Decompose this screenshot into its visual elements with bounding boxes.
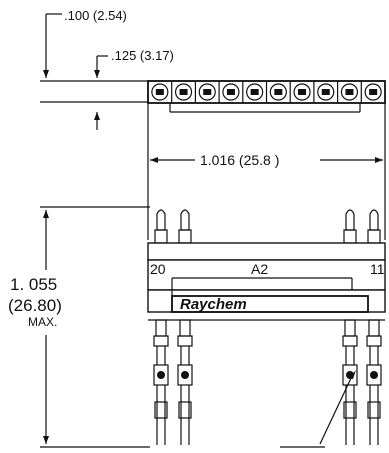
offset-dimension-label: .125 (3.17) [111,48,174,63]
top-pin [178,209,192,244]
top-pins [154,209,381,244]
height-dimension: 1. 055 (26.80) MAX. [8,206,150,448]
contact-cell [242,81,264,103]
contact-cell [337,81,359,103]
bottom-lead [366,319,382,445]
top-pin [154,209,168,244]
contact-cell [218,81,240,103]
bottom-leads [153,319,382,445]
contact-cell [289,81,311,103]
contact-cell [360,81,382,103]
height-dimension-value: 1. 055 [10,275,57,294]
bottom-lead [177,319,193,445]
pin-label-left: 20 [150,261,166,277]
contact-cell [147,81,169,103]
height-dimension-metric: (26.80) [8,296,62,315]
height-dimension-max: MAX. [28,315,57,329]
width-dimension: 1.016 (25.8 ) [147,102,386,240]
bottom-lead [342,319,358,445]
contact-cell [194,81,216,103]
top-pin [367,209,381,244]
contact-cell [171,81,193,103]
contact-cell [313,81,335,103]
bottom-lead [153,319,169,445]
offset-dimension: .125 (3.17) [94,48,174,78]
lower-offset-arrow [94,112,100,130]
row-label: A2 [251,261,268,277]
contact-cell [265,81,287,103]
top-pin [343,209,357,244]
brand-label: Raychem [180,296,247,313]
pitch-dimension: .100 (2.54) [43,8,127,78]
pin-label-right: 11 [370,261,385,277]
width-dimension-label: 1.016 (25.8 ) [200,152,279,168]
pitch-dimension-label: .100 (2.54) [64,8,127,23]
connector-body: 20 A2 11 Raychem [147,242,386,321]
callout-leader [280,370,356,448]
connector-top-view [147,80,386,113]
